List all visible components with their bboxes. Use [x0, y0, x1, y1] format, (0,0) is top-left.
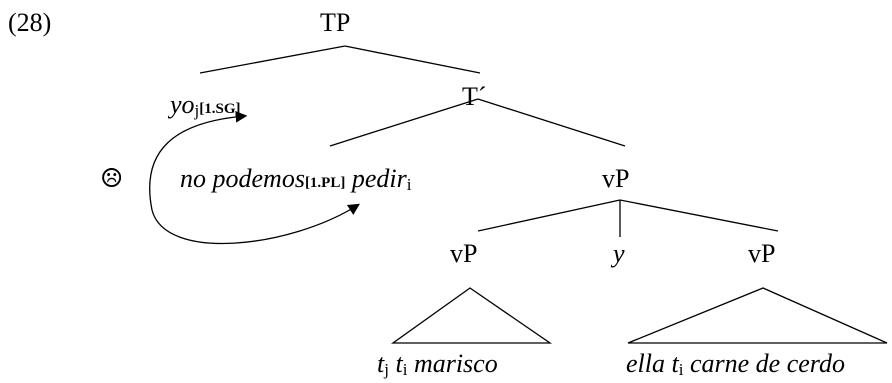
left-leaf: tj ti marisco	[377, 349, 498, 379]
negated-verb: no podemos	[180, 164, 305, 193]
node-vp-left: vP	[450, 239, 478, 268]
node-tp: TP	[320, 8, 351, 37]
node-t-bar: T´	[462, 82, 487, 111]
right-trace: t	[671, 349, 679, 378]
left-trace-1: t	[377, 349, 385, 378]
branch-vp-to-right-vp	[619, 199, 779, 232]
subject-node: yoj[1.SG]	[170, 90, 241, 120]
left-trace-2-index: i	[402, 360, 408, 379]
subject-feature: [1.SG]	[199, 101, 241, 117]
node-vp-main: vP	[602, 164, 630, 193]
branch-vp-to-left-vp	[477, 199, 621, 232]
subject-word: yo	[170, 90, 195, 119]
left-trace-1-index: j	[384, 360, 389, 379]
left-object: marisco	[413, 349, 498, 378]
verb-complex-node: no podemos[1.PL] pediri	[180, 164, 412, 194]
example-number: (28)	[8, 8, 52, 37]
verb-feature: [1.PL]	[304, 175, 346, 191]
subject-index: j	[194, 101, 200, 120]
infinitive-index: i	[406, 175, 412, 194]
infinitive: pedir	[351, 164, 407, 193]
triangle-right	[627, 287, 888, 344]
branch-tp-to-subject	[199, 45, 346, 74]
right-object: carne de cerdo	[689, 349, 845, 378]
node-vp-right: vP	[748, 239, 776, 268]
movement-arrow-to-verb	[151, 203, 360, 245]
judgment-symbol: ☹	[100, 164, 124, 193]
branch-tbar-to-vp	[477, 98, 626, 147]
conjunction: y	[613, 239, 625, 268]
left-trace-2: t	[395, 349, 403, 378]
right-subject: ella	[626, 349, 665, 378]
triangle-left	[390, 287, 553, 344]
branch-tbar-to-verb	[329, 98, 479, 147]
movement-arrow-to-subject	[149, 110, 248, 211]
branch-tp-to-tbar	[344, 45, 481, 74]
right-leaf: ella ti carne de cerdo	[626, 349, 845, 379]
right-trace-index: i	[678, 360, 684, 379]
